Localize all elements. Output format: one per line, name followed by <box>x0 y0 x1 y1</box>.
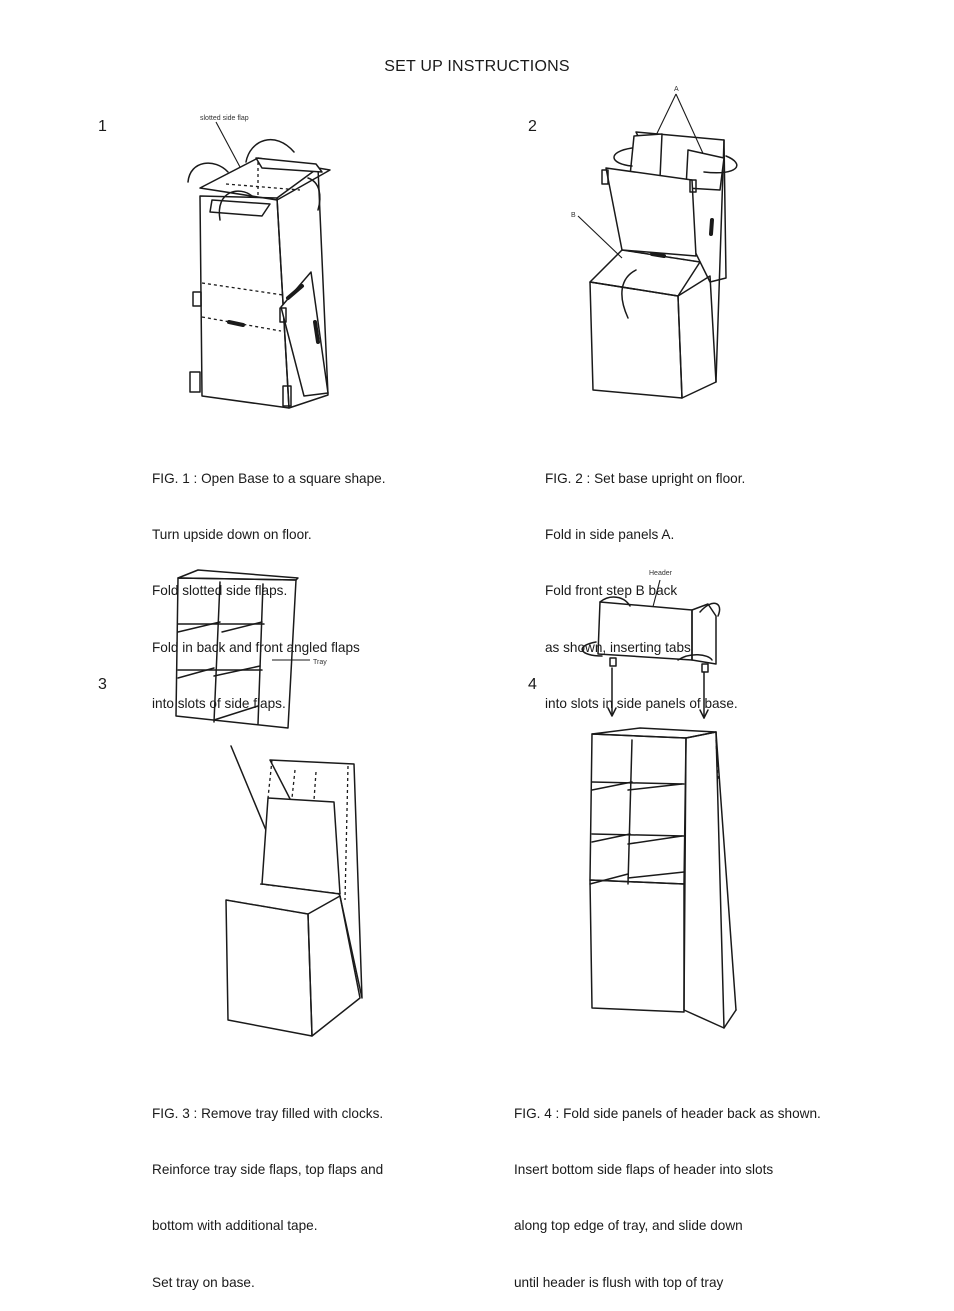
label-tray: Tray <box>313 659 327 666</box>
caption-line: Fold slotted side flaps. <box>152 583 288 599</box>
caption-line: until header is flush with top of tray <box>514 1274 724 1290</box>
caption-line: into slots of side flaps. <box>152 696 286 712</box>
figure-3-caption: FIG. 3 : Remove tray filled with clocks.… <box>152 1067 383 1311</box>
label-a: A <box>674 86 679 93</box>
page-title: SET UP INSTRUCTIONS <box>384 58 570 75</box>
figure-4-caption: FIG. 4 : Fold side panels of header back… <box>514 1067 821 1311</box>
caption-line: into slots in side panels of base. <box>545 696 738 712</box>
label-slotted-side-flap: slotted side flap <box>200 115 249 122</box>
caption-line: Insert bottom side flaps of header into … <box>514 1161 774 1177</box>
caption-line: FIG. 4 : Fold side panels of header back… <box>514 1105 821 1121</box>
caption-line: Fold front step B back <box>545 583 678 599</box>
caption-line: Set tray on base. <box>152 1274 255 1290</box>
caption-line: FIG. 2 : Set base upright on floor. <box>545 470 746 486</box>
figure-1-caption: FIG. 1 : Open Base to a square shape. Tu… <box>152 432 386 733</box>
caption-line: FIG. 3 : Remove tray filled with clocks. <box>152 1105 384 1121</box>
step-number-4: 4 <box>528 676 537 693</box>
label-b: B <box>571 212 576 219</box>
caption-line: bottom with additional tape. <box>152 1218 318 1234</box>
step-number-2: 2 <box>528 118 537 135</box>
caption-line: as shown, inserting tabs <box>545 639 691 655</box>
label-header: Header <box>649 570 673 577</box>
step-number-1: 1 <box>98 118 107 135</box>
figure-2-caption: FIG. 2 : Set base upright on floor. Fold… <box>545 432 745 733</box>
caption-line: along top edge of tray, and slide down <box>514 1218 743 1234</box>
caption-line: Reinforce tray side flaps, top flaps and <box>152 1161 384 1177</box>
caption-line: Fold in side panels A. <box>545 526 675 542</box>
caption-line: FIG. 1 : Open Base to a square shape. <box>152 470 386 486</box>
caption-line: Turn upside down on floor. <box>152 526 312 542</box>
caption-line: Fold in back and front angled flaps <box>152 639 360 655</box>
step-number-3: 3 <box>98 676 107 693</box>
